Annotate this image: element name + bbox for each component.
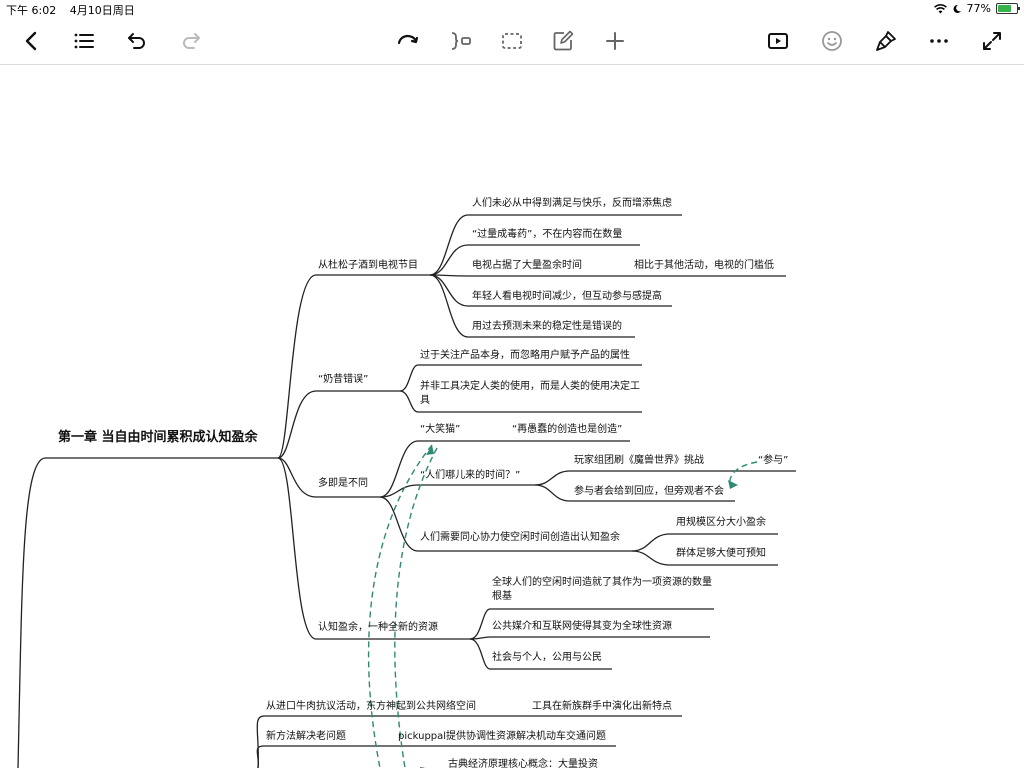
status-bar: 下午 6:02 4月10日周日 77% [0, 0, 1024, 18]
topic-beef-protest[interactable]: 从进口牛肉抗议活动，东方神起到公共网络空间 [266, 701, 476, 712]
topic-product-focus[interactable]: 过于关注产品本身，而忽略用户赋予产品的属性 [420, 350, 630, 361]
topic-tv-threshold[interactable]: 相比于其他活动，电视的门槛低 [634, 260, 774, 271]
add-icon [606, 32, 624, 50]
style-button[interactable] [869, 24, 903, 58]
undo-button[interactable] [120, 24, 154, 58]
note-button[interactable] [546, 24, 580, 58]
topic-wow-raid[interactable]: 玩家组团刷《魔兽世界》挑战 [574, 455, 704, 466]
status-left: 下午 6:02 4月10日周日 [6, 2, 145, 18]
topic-participants-respond[interactable]: 参与者会给到回应，但旁观者不会 [574, 486, 724, 497]
relationship-label-participation[interactable]: “参与” [758, 455, 789, 466]
topic-lolcats[interactable]: “大笑猫” [420, 424, 461, 435]
boundary-box-icon [502, 33, 522, 49]
topic-where-time[interactable]: “人们哪儿来的时间？” [420, 470, 521, 481]
topic-public-media[interactable]: 公共媒介和互联网使得其变为全球性资源 [492, 621, 672, 632]
mindmap-canvas[interactable]: 第一章 当自由时间累积成认知盈余 从杜松子酒到电视节目 人们未必从中得到满足与快… [0, 65, 1024, 770]
fullscreen-button[interactable] [975, 24, 1009, 58]
boundary-button[interactable] [495, 24, 529, 58]
outline-list-icon [74, 33, 94, 49]
mindmap-connectors [17, 214, 796, 768]
topic-anxiety[interactable]: 人们未必从中得到满足与快乐，反而增添焦虑 [472, 198, 672, 209]
topic-tv-surplus[interactable]: 电视占据了大量盈余时间 [472, 260, 582, 271]
topic-overdose[interactable]: “过量成毒药”，不在内容而在数量 [472, 229, 623, 240]
status-date: 4月10日周日 [69, 4, 135, 17]
status-time: 下午 6:02 [6, 4, 57, 17]
redo-button[interactable] [174, 24, 208, 58]
brush-style-icon [876, 31, 896, 51]
more-icon [930, 39, 948, 43]
status-right: 77% [933, 2, 1020, 15]
topic-usage-decides[interactable]: 并非工具决定人类的使用，而是人类的使用决定工具 [420, 381, 640, 406]
presentation-icon [768, 33, 788, 49]
add-topic-button[interactable] [598, 24, 632, 58]
reroute-icon [397, 34, 419, 45]
root-topic[interactable]: 第一章 当自由时间累积成认知盈余 [58, 430, 258, 445]
branch-cognitive-surplus-resource[interactable]: 认知盈余，一种全新的资源 [318, 622, 438, 633]
topic-cooperate-surplus[interactable]: 人们需要同心协力使空闲时间创造出认知盈余 [420, 532, 620, 543]
branch-milkshake-mistake[interactable]: “奶昔错误” [318, 374, 369, 385]
undo-icon [128, 33, 145, 49]
branch-more-is-different[interactable]: 多即是不同 [318, 478, 368, 489]
wifi-icon [933, 3, 947, 13]
topic-pickuppal[interactable]: pickuppal提供协调性资源解决机动车交通问题 [398, 731, 607, 742]
back-icon [25, 31, 37, 51]
branch-gin-to-tv[interactable]: 从杜松子酒到电视节目 [318, 260, 418, 271]
topic-classical-economics[interactable]: 古典经济原理核心概念：大量投资 [448, 759, 598, 770]
topic-stupid-creation[interactable]: “再愚蠢的创造也是创造” [512, 424, 623, 435]
summary-bracket-icon [451, 32, 471, 50]
topic-tools-evolve[interactable]: 工具在新族群手中演化出新特点 [532, 701, 672, 712]
topic-youth-tv[interactable]: 年轻人看电视时间减少，但互动参与感提高 [472, 291, 662, 302]
relationship-button[interactable] [391, 24, 425, 58]
back-button[interactable] [15, 24, 49, 58]
topic-global-free-time[interactable]: 全球人们的空闲时间造就了其作为一项资源的数量根基 [492, 577, 712, 602]
topic-scale-surplus[interactable]: 用规模区分大小盈余 [676, 517, 766, 528]
topic-predict-future[interactable]: 用过去预测未来的稳定性是错误的 [472, 321, 622, 332]
battery-icon [996, 3, 1020, 14]
topic-society-individual[interactable]: 社会与个人，公用与公民 [492, 652, 602, 663]
outline-button[interactable] [67, 24, 101, 58]
more-button[interactable] [922, 24, 956, 58]
battery-percent: 77% [966, 2, 991, 15]
fullscreen-icon [983, 32, 1001, 50]
topic-group-predictable[interactable]: 群体足够大便可预知 [676, 548, 766, 559]
emoji-icon [822, 31, 842, 51]
topic-new-methods[interactable]: 新方法解决老问题 [266, 731, 346, 742]
redo-icon [183, 33, 200, 49]
note-edit-icon [553, 30, 574, 51]
summary-button[interactable] [444, 24, 478, 58]
emoji-button[interactable] [815, 24, 849, 58]
presentation-button[interactable] [761, 24, 795, 58]
moon-icon [953, 4, 961, 13]
toolbar [0, 18, 1024, 65]
